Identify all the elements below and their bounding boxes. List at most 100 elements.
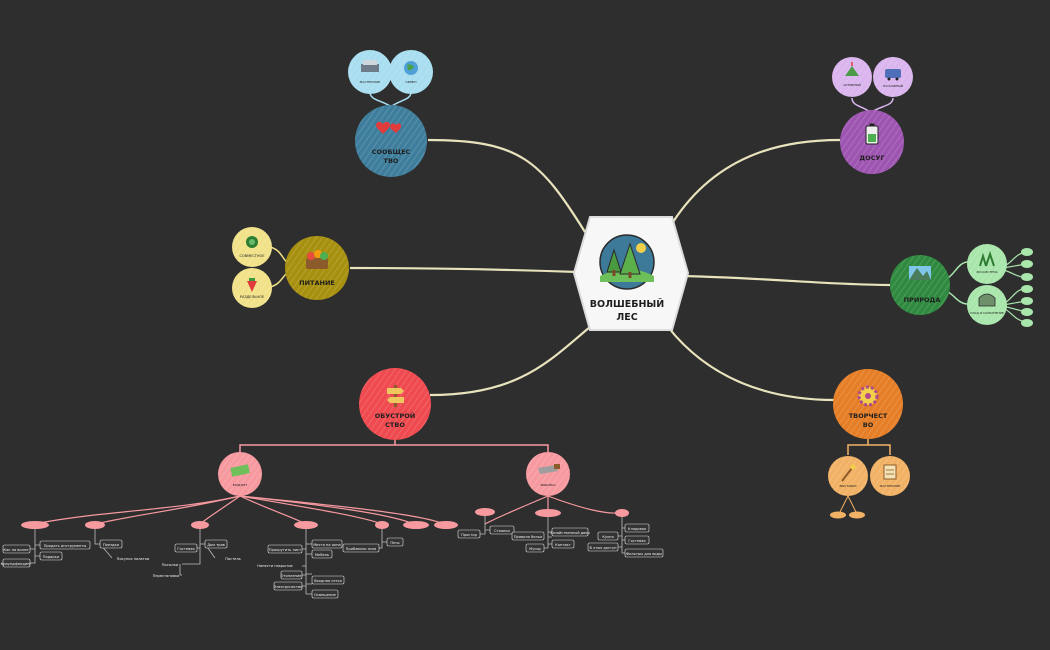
central-title-line2: ЛЕС <box>616 312 637 323</box>
subtopic-ecosystem[interactable]: ЭКОСИСТЕМА <box>967 244 1007 284</box>
branch-nutrition[interactable]: СОВМЕСТНОЕ РАЗДЕЛЬНОЕ ПИТАНИЕ <box>232 227 349 308</box>
leaf-node[interactable]: Посылки <box>162 563 179 567</box>
connector-arrangement <box>429 326 591 397</box>
leaf-node[interactable]: Мебель <box>311 549 333 559</box>
svg-text:Как на волне: Как на волне <box>4 548 30 552</box>
subtopic-label: ПАССИВНЫЙ <box>883 83 903 88</box>
subtopic-budget[interactable]: БЮДЖЕТ <box>218 452 262 496</box>
mountain-icon <box>845 62 859 76</box>
leaf-node[interactable]: Стоянки <box>489 525 515 535</box>
leaf-node[interactable]: Краундфандинг <box>1 558 32 568</box>
creativity-leaf-node[interactable] <box>830 511 846 519</box>
branch-leisure[interactable]: АКТИВНЫЙ ПАССИВНЫЙ ДОСУГ <box>832 57 913 174</box>
branch-title-line1: ТВОРЧЕСТ <box>849 412 888 420</box>
branch-arrangement[interactable]: ОБУСТРОЙ СТВО БЮДЖЕТ ВЫБОРКА <box>21 368 629 595</box>
branch-nature[interactable]: ЭКОСИСТЕМА УХОД И СОХРАНЕНИЕ ПРИРОДА <box>890 244 1033 327</box>
subtopic-active[interactable]: АКТИВНЫЙ <box>832 57 872 97</box>
leaf-node[interactable]: Место на окна <box>311 539 343 549</box>
leaf-node[interactable]: Освещение <box>311 589 339 599</box>
subtopic-passive[interactable]: ПАССИВНЫЙ <box>873 57 913 97</box>
leaf-node[interactable]: Перестановка <box>153 574 180 578</box>
strawberry-icon <box>247 278 257 292</box>
leaf-node[interactable]: Кладовая <box>624 523 650 533</box>
leaf-node[interactable]: Нанести покрытие <box>257 564 293 568</box>
signpost-icon <box>387 385 404 407</box>
leaf-node[interactable]: Правила белья <box>511 531 545 541</box>
leaf-node[interactable]: Продать инструменты <box>39 540 91 550</box>
subtopic-label: УХОД И СОХРАНЕНИЕ <box>970 311 1004 315</box>
leaf-node[interactable]: Подарки <box>39 551 63 561</box>
leaf-node[interactable]: Хозяйственный двор <box>550 527 590 537</box>
leaf-node[interactable]: Прокрутить лист <box>267 544 303 554</box>
leaf-node[interactable]: Поездки <box>99 539 123 549</box>
leaf-node[interactable]: Электричество <box>274 581 303 591</box>
branch-title-line2: ВО <box>863 421 874 429</box>
svg-text:Дом трав: Дом трав <box>207 543 225 547</box>
subtopic-label: МАСТЕРСКИЕ <box>360 80 381 84</box>
branch-creativity[interactable]: ТВОРЧЕСТ ВО ВЫСТАВКИ МАСТЕРСКИЕ <box>828 369 910 519</box>
scroll-icon <box>883 464 897 480</box>
leaf-node[interactable]: В этом доступ <box>587 542 619 552</box>
leaf-node[interactable]: Кухня <box>597 531 619 541</box>
leaf-node[interactable]: Фильтры для воды <box>624 548 664 558</box>
arrangement-pink-nodes <box>21 508 629 529</box>
nature-leaf-nodes <box>1021 248 1033 327</box>
arrangement-sub-connectors <box>34 495 623 525</box>
svg-text:Кладовая: Кладовая <box>628 527 646 531</box>
svg-text:Стоянки: Стоянки <box>494 529 510 533</box>
bus-icon <box>885 69 901 81</box>
subtopic-exhibitions[interactable]: ВЫСТАВКИ <box>828 456 868 496</box>
leaf-node[interactable]: Мусор <box>525 543 545 553</box>
subtopic-label: ОБМЕН <box>405 80 416 84</box>
svg-text:Электричество: Электричество <box>274 585 303 589</box>
leaf-node[interactable]: Постель <box>225 557 241 561</box>
leaf-node[interactable]: Входная сетка <box>311 575 345 585</box>
subtopic-exchange[interactable]: ОБМЕН <box>389 50 433 94</box>
subtopic-joint[interactable]: СОВМЕСТНОЕ <box>232 227 272 267</box>
subtopic-care[interactable]: УХОД И СОХРАНЕНИЕ <box>967 285 1007 325</box>
leaf-node[interactable]: Гостевая <box>174 543 198 553</box>
leaf-node[interactable]: Покупка палатки <box>117 557 150 561</box>
leaf-node[interactable]: Контакт <box>551 539 575 549</box>
leaf-node[interactable]: Как на волне <box>2 544 31 554</box>
subtopic-separate[interactable]: РАЗДЕЛЬНОЕ <box>232 268 272 308</box>
leaf-node[interactable]: Прибавили зона <box>342 543 380 553</box>
svg-text:Посылки: Посылки <box>162 563 179 567</box>
leaf-node[interactable]: Простор <box>457 529 481 539</box>
svg-text:В этом доступ: В этом доступ <box>590 546 618 550</box>
svg-text:Правила белья: Правила белья <box>514 535 542 539</box>
leaf-node[interactable]: Дом трав <box>204 539 228 549</box>
svg-text:Фильтры для воды: Фильтры для воды <box>626 552 662 556</box>
leaf-node[interactable]: Печь <box>386 537 404 547</box>
subtopic-label: РАЗДЕЛЬНОЕ <box>240 295 264 299</box>
subtopic-selection[interactable]: ВЫБОРКА <box>526 452 570 496</box>
subtopic-label: ВЫБОРКА <box>540 483 556 487</box>
flower-icon <box>857 385 879 407</box>
subtopic-label: ВЫСТАВКИ <box>839 484 856 488</box>
svg-text:Кухня: Кухня <box>602 535 613 539</box>
flora-icon <box>979 250 995 267</box>
forest-icon <box>599 234 655 290</box>
subtopic-workshops[interactable]: МАСТЕРСКИЕ <box>870 456 910 496</box>
branch-community[interactable]: МАСТЕРСКИЕ ОБМЕН СООБЩЕС ТВО <box>348 50 433 177</box>
svg-text:Поездки: Поездки <box>103 543 120 547</box>
branch-title-line1: ПРИРОДА <box>904 296 941 304</box>
subtopic-workshops[interactable]: МАСТЕРСКИЕ <box>348 50 392 94</box>
subtopic-label: БЮДЖЕТ <box>233 483 248 487</box>
svg-text:Подарки: Подарки <box>43 555 60 559</box>
subtopic-label: ЭКОСИСТЕМА <box>976 270 998 274</box>
leaf-node[interactable]: Отопление <box>281 570 303 580</box>
subtopic-label: АКТИВНЫЙ <box>843 82 860 87</box>
svg-text:Нанести покрытие: Нанести покрытие <box>257 564 293 568</box>
subtopic-label: МАСТЕРСКИЕ <box>880 484 901 488</box>
connector-creativity <box>667 326 836 402</box>
creativity-leaf-node[interactable] <box>849 511 865 519</box>
hearts-icon <box>376 121 402 134</box>
svg-text:Мебель: Мебель <box>315 553 329 557</box>
wand-icon <box>841 464 856 482</box>
svg-text:Контакт: Контакт <box>555 543 571 547</box>
leaf-node[interactable]: Гостевая <box>624 535 650 545</box>
svg-text:Прокрутить лист: Прокрутить лист <box>269 548 301 552</box>
saw-icon <box>538 464 560 474</box>
central-topic[interactable]: ВОЛШЕБНЫЙ ЛЕС <box>572 216 690 331</box>
